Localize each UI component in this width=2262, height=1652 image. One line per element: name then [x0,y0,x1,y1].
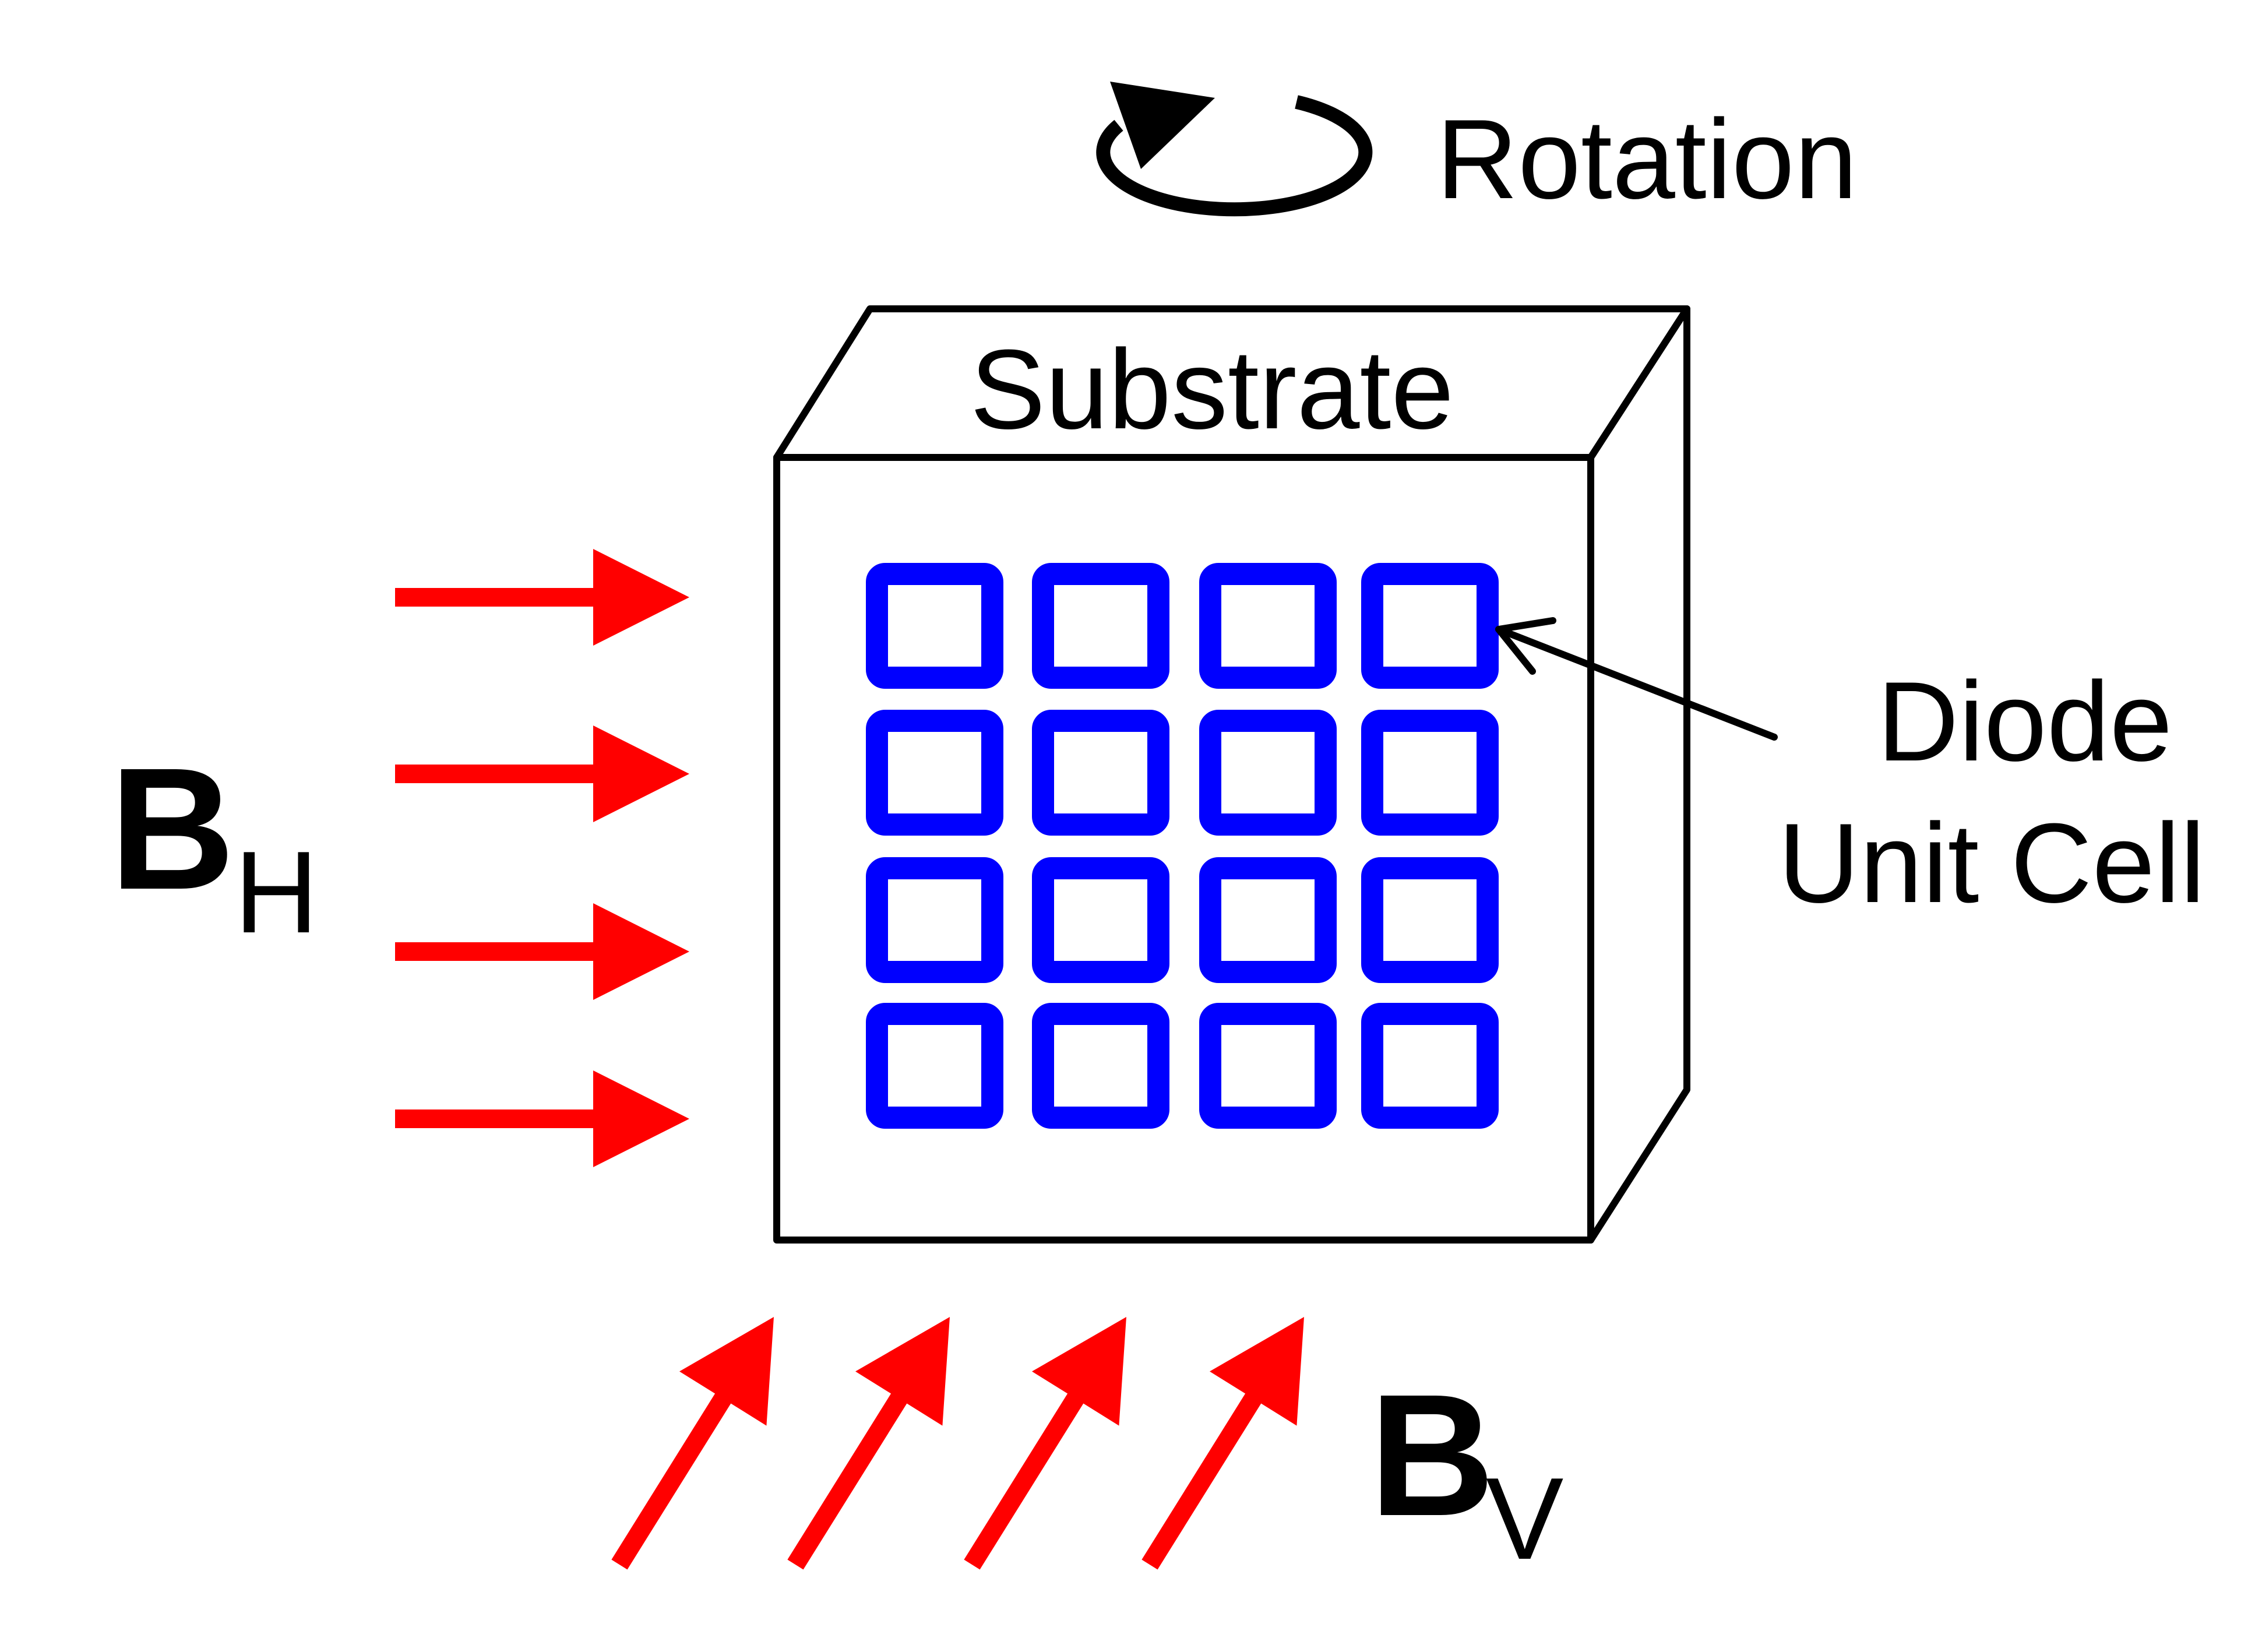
diode-cell [866,1003,1003,1129]
horizontal-field-arrow [395,549,689,646]
substrate-side-face [1587,305,1690,1244]
diode-cell [1361,857,1499,983]
horizontal-field-arrows [395,549,689,1167]
bh-label: B [110,732,235,926]
vertical-field-arrow [1141,1317,1304,1570]
diode-cell [1199,857,1337,983]
vertical-field-arrow [611,1317,774,1570]
horizontal-field-arrow [395,725,689,822]
vertical-field-arrow [787,1317,950,1570]
diode-pointer-line [1495,626,1778,741]
substrate-box [773,305,1690,1244]
rotation-arrowhead [1110,82,1215,169]
diode-cell [1032,710,1169,836]
diode-cell [1032,1003,1169,1129]
diode-cell [1361,1003,1499,1129]
bv-label-subscript: V [1486,1454,1563,1584]
diode-cell [1361,710,1499,836]
substrate-front-face [773,454,1594,1244]
rotation-indicator [1096,82,1373,217]
bv-label: B [1369,1358,1495,1552]
diode-cell [1199,710,1337,836]
diode-pointer [1495,617,1778,741]
horizontal-field-arrow [395,903,689,1000]
diode-cell [1199,1003,1337,1129]
diode-label-line2: Unit Cell [1778,800,2205,927]
diode-cell [1032,563,1169,689]
substrate-label: Substrate [970,326,1454,453]
diode-cell [866,857,1003,983]
diode-cell [1032,857,1169,983]
rotation-label: Rotation [1436,96,1858,223]
diode-grid [866,563,1499,1129]
diode-label-line1: Diode [1877,658,2173,785]
horizontal-field-arrow [395,1070,689,1167]
diode-cell [866,563,1003,689]
diode-cell [866,710,1003,836]
bh-label-subscript: H [234,827,318,957]
diode-cell [1361,563,1499,689]
diode-pointer-head [1495,617,1556,675]
vertical-field-arrow [964,1317,1126,1570]
rotation-ellipse-arc [1096,95,1373,217]
vertical-field-arrows [611,1317,1304,1570]
diode-cell [1199,563,1337,689]
